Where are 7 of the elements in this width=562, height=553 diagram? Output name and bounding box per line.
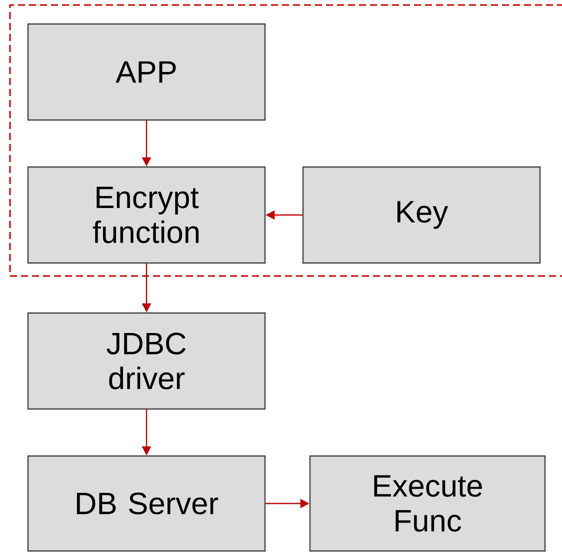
process-box: DB Server [27, 455, 266, 552]
dashed-group-border [9, 4, 562, 277]
process-box: Encrypt function [27, 166, 266, 264]
process-box: JDBC driver [27, 312, 266, 410]
process-box: APP [27, 23, 266, 121]
process-box: Execute Func [309, 455, 546, 552]
process-box: Key [302, 166, 541, 264]
